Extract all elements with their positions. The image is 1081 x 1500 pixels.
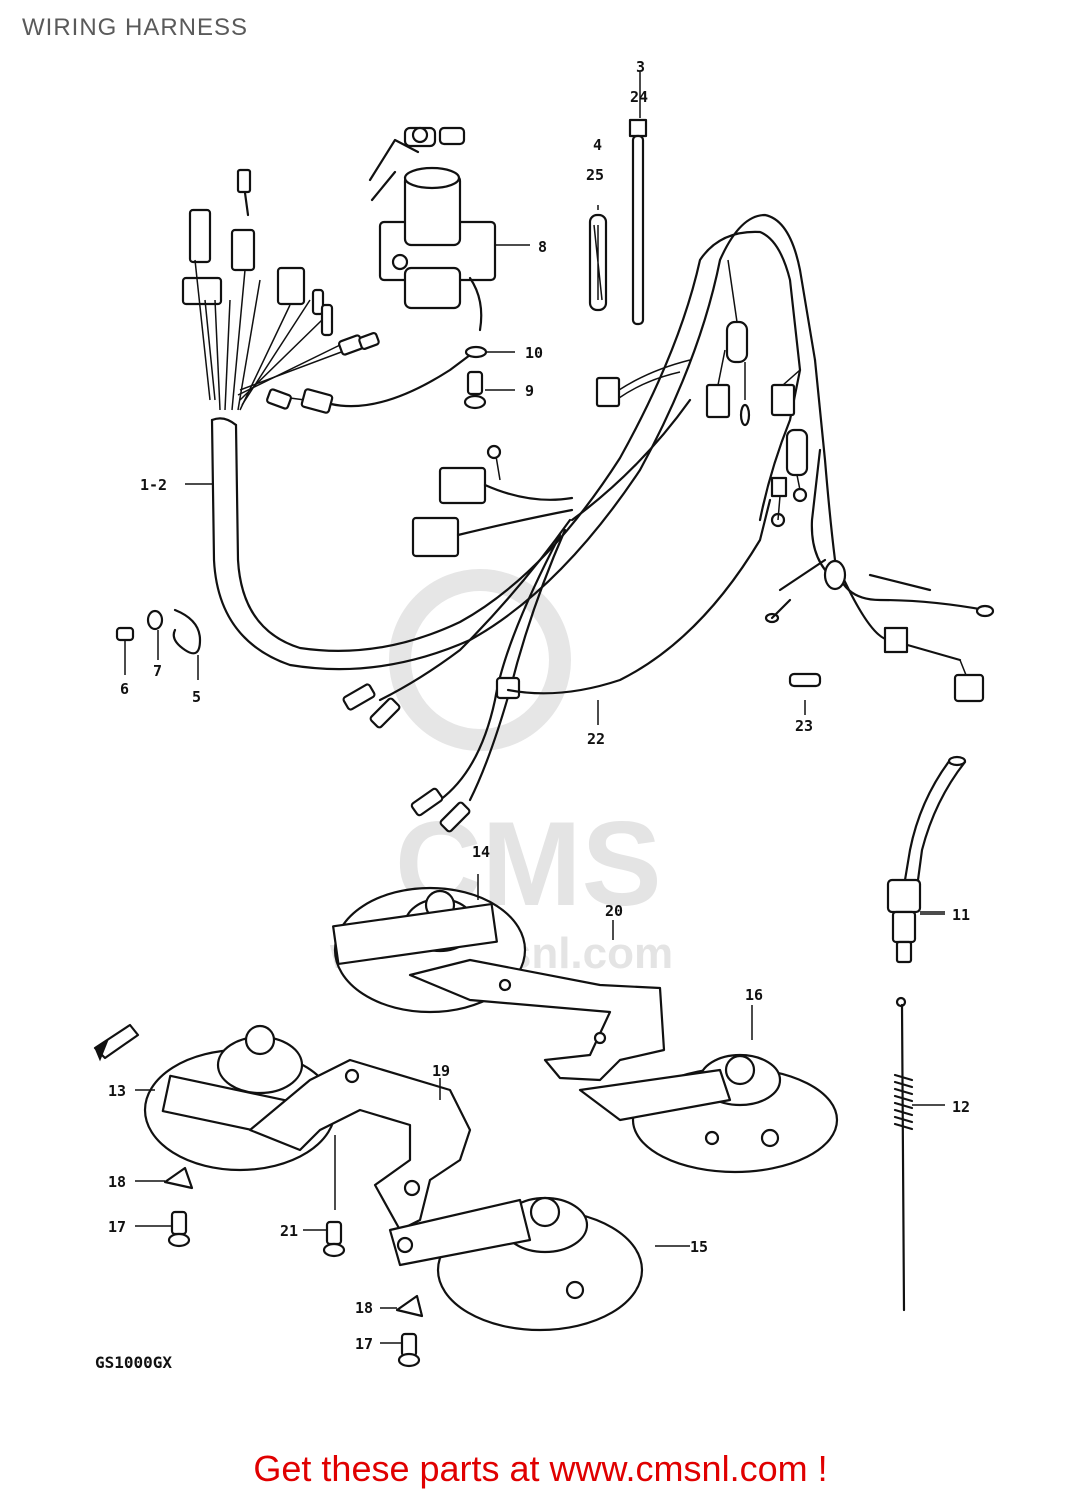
wiring-harness-diagram: CMS www.cmsnl.com <box>93 58 995 1372</box>
front-arrow-icon <box>93 1023 140 1062</box>
horn-bracket-20 <box>408 958 666 1082</box>
ignition-switch <box>368 126 530 332</box>
callout-17a: 17 <box>108 1218 126 1236</box>
connector-bundle <box>181 168 472 414</box>
callout-23: 23 <box>795 717 813 735</box>
callout-3: 3 <box>636 58 645 76</box>
callout-20: 20 <box>605 902 623 920</box>
horn-16 <box>578 1053 839 1174</box>
callout-16: 16 <box>745 986 763 1004</box>
callout-15: 15 <box>690 1238 708 1256</box>
callout-8: 8 <box>538 238 547 256</box>
callout-9: 9 <box>525 382 534 400</box>
callout-22: 22 <box>587 730 605 748</box>
callout-19: 19 <box>432 1062 450 1080</box>
model-label: GS1000GX <box>95 1353 172 1372</box>
horn-15 <box>388 1196 644 1332</box>
callout-13: 13 <box>108 1082 126 1100</box>
page-title: WIRING HARNESS <box>22 14 249 41</box>
callout-18b: 18 <box>355 1299 373 1317</box>
clip-nut-washer <box>115 608 202 680</box>
callout-6: 6 <box>120 680 129 698</box>
footer-parts-link[interactable]: Get these parts at www.cmsnl.com ! <box>253 1448 828 1489</box>
callout-24: 24 <box>630 88 648 106</box>
callout-14: 14 <box>472 843 490 861</box>
part-23 <box>788 672 822 688</box>
washer-and-screw <box>463 345 515 410</box>
callout-17b: 17 <box>355 1335 373 1353</box>
leader-lines <box>135 72 945 1344</box>
callout-12: 12 <box>952 1098 970 1116</box>
callout-25: 25 <box>586 166 604 184</box>
callout-18a: 18 <box>108 1173 126 1191</box>
callout-5: 5 <box>192 688 201 706</box>
callout-21: 21 <box>280 1222 298 1240</box>
callout-1-2: 1-2 <box>140 476 167 494</box>
callout-labels: 1-2 3 24 4 25 5 6 7 8 9 10 11 12 13 14 1… <box>95 58 970 1372</box>
main-wiring-harness <box>210 213 995 833</box>
callout-7: 7 <box>153 662 162 680</box>
callout-10: 10 <box>525 344 543 362</box>
hardware-washers-bolts <box>163 1135 424 1368</box>
callout-11: 11 <box>952 906 970 924</box>
brake-switch-and-spring <box>886 755 967 1312</box>
cable-tie-and-clamp <box>588 118 648 326</box>
callout-4: 4 <box>593 136 602 154</box>
